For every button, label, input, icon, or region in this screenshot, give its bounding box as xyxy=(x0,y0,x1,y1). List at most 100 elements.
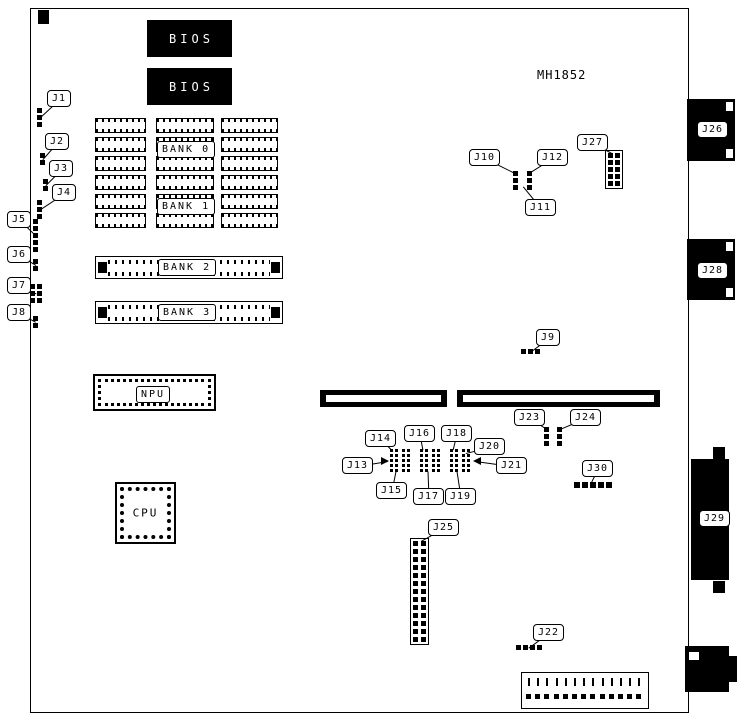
power-pin xyxy=(638,678,640,686)
dip-chip xyxy=(221,175,278,190)
pin-strip-11 xyxy=(421,549,426,554)
power-pad xyxy=(590,694,595,699)
pin-strip-9 xyxy=(557,441,562,446)
pin-strip-10 xyxy=(606,482,612,488)
power-pad xyxy=(581,694,586,699)
pin-strip-0 xyxy=(390,464,393,467)
power-pad xyxy=(526,694,531,699)
pin-strip-5 xyxy=(467,464,470,467)
jumper-label-J11: J11 xyxy=(525,199,557,216)
pin-strip-6 xyxy=(513,171,518,176)
pin-strip-10 xyxy=(582,482,588,488)
pin-strip-10 xyxy=(590,482,596,488)
power-pad xyxy=(544,694,549,699)
pin-strip-12 xyxy=(608,160,613,165)
pin-strip-12-frame xyxy=(605,150,623,189)
jumper-pins-J7 xyxy=(30,284,35,289)
pin-strip-3 xyxy=(432,459,435,462)
pin-strip-12 xyxy=(608,167,613,172)
pin-strip-12 xyxy=(615,167,620,172)
pin-strip-11 xyxy=(421,573,426,578)
pin-strip-1 xyxy=(402,449,405,452)
pin-strip-2 xyxy=(425,464,428,467)
pin-strip-5 xyxy=(462,469,465,472)
pin-strip-11 xyxy=(413,589,418,594)
pin-strip-2 xyxy=(425,454,428,457)
pin-strip-4 xyxy=(450,469,453,472)
pin-strip-1 xyxy=(407,449,410,452)
pin-strip-4 xyxy=(455,454,458,457)
jumper-pins-J7 xyxy=(37,284,42,289)
jumper-label-J19: J19 xyxy=(445,488,477,505)
jumper-label-J12: J12 xyxy=(537,149,569,166)
dip-chip xyxy=(95,175,146,190)
pin-strip-12 xyxy=(608,181,613,186)
pin-strip-3 xyxy=(437,469,440,472)
jumper-pins-J22 xyxy=(516,645,521,650)
dip-chip xyxy=(221,213,278,228)
jumper-label-J23: J23 xyxy=(514,409,546,426)
pin-strip-11 xyxy=(413,549,418,554)
pin-strip-5 xyxy=(462,449,465,452)
pin-strip-1 xyxy=(407,454,410,457)
pin-strip-0 xyxy=(395,454,398,457)
pin-strip-4 xyxy=(450,449,453,452)
jumper-pins-J4 xyxy=(37,207,42,212)
bios-chip-2: BIOS xyxy=(147,68,232,105)
jumper-label-J5: J5 xyxy=(7,211,32,228)
pin-strip-1 xyxy=(407,469,410,472)
jumper-label-J27: J27 xyxy=(577,134,609,151)
pin-strip-3 xyxy=(432,464,435,467)
bios-chip-1: BIOS xyxy=(147,20,232,57)
pin-strip-8 xyxy=(544,441,549,446)
pin-strip-11 xyxy=(421,597,426,602)
pin-strip-12 xyxy=(615,160,620,165)
jumper-label-J18: J18 xyxy=(441,425,473,442)
jumper-label-J24: J24 xyxy=(570,409,602,426)
pin-strip-11 xyxy=(421,605,426,610)
cpu-label: CPU xyxy=(130,506,161,520)
pin-strip-11 xyxy=(421,629,426,634)
npu-label: NPU xyxy=(136,386,171,403)
power-pin xyxy=(556,678,558,686)
jumper-label-J25: J25 xyxy=(428,519,460,536)
dip-chip xyxy=(95,194,146,209)
dip-chip xyxy=(95,118,146,133)
jumper-pins-J5 xyxy=(33,240,38,245)
pin-strip-9 xyxy=(557,434,562,439)
arrowhead-left xyxy=(473,457,481,465)
pin-strip-3 xyxy=(437,459,440,462)
power-pin xyxy=(583,678,585,686)
pin-strip-4 xyxy=(450,459,453,462)
jumper-pins-J5 xyxy=(33,233,38,238)
pin-strip-11 xyxy=(421,637,426,642)
pin-strip-0 xyxy=(395,464,398,467)
pin-strip-4 xyxy=(455,469,458,472)
pin-strip-9 xyxy=(557,427,562,432)
jumper-label-J8: J8 xyxy=(7,304,32,321)
power-pin xyxy=(565,678,567,686)
jumper-label-J9: J9 xyxy=(536,329,561,346)
pin-strip-11 xyxy=(413,541,418,546)
jumper-pins-J6 xyxy=(33,259,38,264)
jumper-pins-J22 xyxy=(530,645,535,650)
pin-strip-5 xyxy=(467,454,470,457)
jumper-pins-J5 xyxy=(33,226,38,231)
jumper-label-J17: J17 xyxy=(413,488,445,505)
pin-strip-6 xyxy=(513,178,518,183)
connector-label-j26: J26 xyxy=(697,121,729,138)
jumper-pins-J9 xyxy=(535,349,540,354)
pin-strip-7 xyxy=(527,171,532,176)
j29-mount-top xyxy=(713,447,725,459)
power-pad xyxy=(554,694,559,699)
jumper-pins-J5 xyxy=(33,247,38,252)
power-pad xyxy=(609,694,614,699)
pin-strip-7 xyxy=(527,185,532,190)
pin-strip-0 xyxy=(390,459,393,462)
pin-strip-5 xyxy=(462,459,465,462)
jumper-label-J20: J20 xyxy=(474,438,506,455)
pin-strip-3 xyxy=(432,454,435,457)
pin-strip-2 xyxy=(420,459,423,462)
bank0-label: BANK 0 xyxy=(157,141,216,158)
